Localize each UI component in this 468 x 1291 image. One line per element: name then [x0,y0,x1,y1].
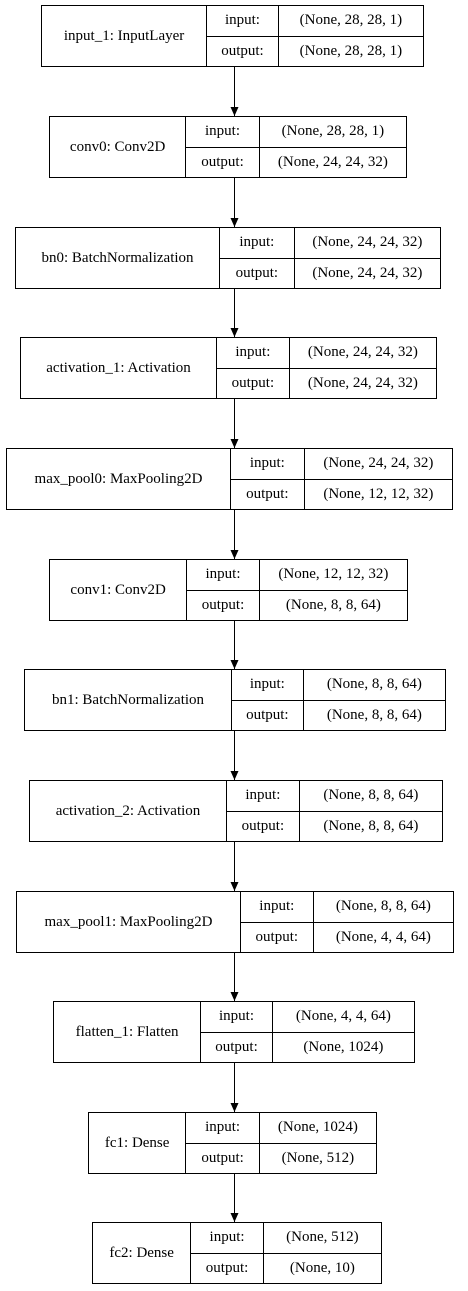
layer-name: max_pool0: MaxPooling2D [7,449,231,509]
input-label: input: [227,781,299,812]
input-shape: (None, 24, 24, 32) [289,338,437,369]
io-label-column: input: output: [220,228,295,288]
input-shape: (None, 24, 24, 32) [304,449,452,480]
output-label: output: [246,485,289,502]
input-shape: (None, 8, 8, 64) [299,781,443,812]
output-label: output: [205,1259,249,1276]
shape-column: (None, 512) (None, 10) [263,1223,381,1283]
input-label: input: [217,338,289,369]
shape-column: (None, 4, 4, 64) (None, 1024) [272,1002,415,1062]
input-shape: (None, 4, 4, 64) [272,1002,415,1033]
output-shape: (None, 12, 12, 32) [323,485,434,502]
layer-name: max_pool1: MaxPooling2D [17,892,241,952]
input-label: input: [191,1223,263,1254]
io-label-column: input: output: [186,117,260,177]
layer-name: fc2: Dense [93,1223,192,1283]
shape-column: (None, 24, 24, 32) (None, 12, 12, 32) [304,449,452,509]
output-shape: (None, 24, 24, 32) [307,374,418,391]
shape-column: (None, 12, 12, 32) (None, 8, 8, 64) [259,560,407,620]
output-shape: (None, 10) [289,1259,355,1276]
output-shape: (None, 8, 8, 64) [326,706,422,723]
input-shape: (None, 24, 24, 32) [294,228,440,259]
input-label: input: [220,228,294,259]
shape-column: (None, 24, 24, 32) (None, 24, 24, 32) [294,228,440,288]
input-label: input: [186,1113,259,1144]
output-label: output: [221,42,264,59]
io-label-column: input: output: [207,6,279,66]
output-shape: (None, 24, 24, 32) [277,153,388,170]
input-shape: (None, 28, 28, 1) [259,117,406,148]
input-shape: (None, 28, 28, 1) [278,6,423,37]
input-shape: (None, 12, 12, 32) [259,560,407,591]
input-label: input: [207,6,278,37]
io-label-column: input: output: [217,338,290,398]
io-label-column: input: output: [232,670,304,730]
layer-name: activation_1: Activation [21,338,218,398]
output-label: output: [231,374,275,391]
layer-name: activation_2: Activation [30,781,228,841]
output-shape: (None, 4, 4, 64) [335,928,431,945]
output-label: output: [215,1038,258,1055]
layer-name: fc1: Dense [89,1113,187,1173]
output-label: output: [201,153,244,170]
output-shape: (None, 28, 28, 1) [299,42,403,59]
output-label: output: [241,817,285,834]
input-shape: (None, 512) [263,1223,381,1254]
layer-name: conv1: Conv2D [50,560,188,620]
output-shape: (None, 1024) [303,1038,384,1055]
io-label-column: input: output: [231,449,305,509]
output-label: output: [201,1149,244,1166]
shape-column: (None, 28, 28, 1) (None, 28, 28, 1) [278,6,423,66]
shape-column: (None, 28, 28, 1) (None, 24, 24, 32) [259,117,406,177]
io-label-column: input: output: [240,892,314,952]
shape-column: (None, 24, 24, 32) (None, 24, 24, 32) [289,338,437,398]
output-label: output: [201,596,245,613]
input-label: input: [231,449,304,480]
input-shape: (None, 8, 8, 64) [313,892,453,923]
output-shape: (None, 24, 24, 32) [312,264,423,281]
output-shape: (None, 8, 8, 64) [285,596,381,613]
input-label: input: [201,1002,272,1033]
input-label: input: [232,670,303,701]
input-shape: (None, 1024) [259,1113,376,1144]
output-label: output: [235,264,279,281]
input-label: input: [240,892,313,923]
output-label: output: [255,928,299,945]
io-label-column: input: output: [186,1113,260,1173]
layer-name: input_1: InputLayer [42,6,208,66]
layer-name: bn0: BatchNormalization [16,228,221,288]
input-shape: (None, 8, 8, 64) [303,670,445,701]
input-label: input: [186,117,259,148]
output-shape: (None, 512) [281,1149,355,1166]
input-label: input: [187,560,259,591]
layer-name: conv0: Conv2D [50,117,187,177]
output-shape: (None, 8, 8, 64) [323,817,419,834]
io-label-column: input: output: [191,1223,264,1283]
io-label-column: input: output: [187,560,260,620]
io-label-column: input: output: [227,781,300,841]
shape-column: (None, 8, 8, 64) (None, 4, 4, 64) [313,892,453,952]
layer-name: flatten_1: Flatten [54,1002,202,1062]
io-label-column: input: output: [201,1002,273,1062]
output-label: output: [246,706,289,723]
shape-column: (None, 8, 8, 64) (None, 8, 8, 64) [303,670,445,730]
layer-name: bn1: BatchNormalization [25,670,233,730]
shape-column: (None, 8, 8, 64) (None, 8, 8, 64) [299,781,443,841]
shape-column: (None, 1024) (None, 512) [259,1113,376,1173]
